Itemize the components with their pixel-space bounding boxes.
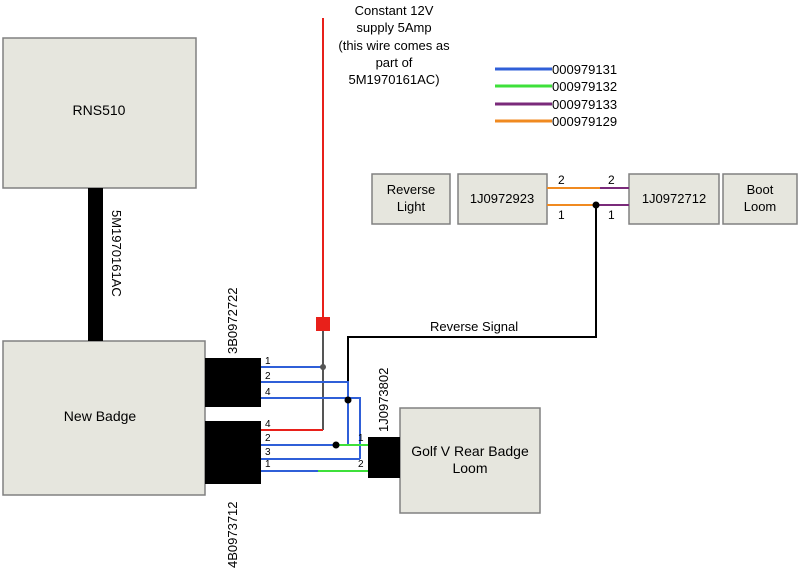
splice-dot-lower bbox=[332, 441, 340, 449]
reverse-light-box bbox=[371, 173, 451, 225]
wire-upper-pin4 bbox=[261, 397, 361, 459]
connector-1j0973802 bbox=[368, 437, 400, 478]
new-badge-box bbox=[2, 340, 206, 496]
supply-note-5: 5M1970161AC) bbox=[348, 72, 439, 87]
legend: 000979131 000979132 000979133 000979129 bbox=[495, 62, 617, 129]
connector-4b0973712-label: 4B0973712 bbox=[225, 501, 240, 568]
splice-dot-upper1 bbox=[320, 364, 326, 370]
pin-rev-right-2: 2 bbox=[608, 173, 615, 187]
legend-label-3: 000979133 bbox=[552, 97, 617, 112]
connector-1j0972712-label: 1J0972712 bbox=[642, 191, 706, 206]
legend-label-4: 000979129 bbox=[552, 114, 617, 129]
pin-upper-1: 1 bbox=[265, 356, 271, 367]
supply-note-1: Constant 12V bbox=[355, 3, 434, 18]
golf-loom-box bbox=[399, 407, 541, 514]
pin-upper-2: 2 bbox=[265, 371, 271, 382]
rns510-box bbox=[2, 37, 197, 189]
pin-rev-left-1: 1 bbox=[558, 208, 565, 222]
rns510-label: RNS510 bbox=[73, 102, 126, 118]
pin-rev-left-2: 2 bbox=[558, 173, 565, 187]
connector-1j0972712-box bbox=[628, 173, 720, 225]
connector-3b0972722-label: 3B0972722 bbox=[225, 287, 240, 354]
reverse-light-label-1: Reverse bbox=[387, 182, 435, 197]
supply-note-3: (this wire comes as bbox=[338, 38, 450, 53]
connector-1j0972923-label: 1J0972923 bbox=[470, 191, 534, 206]
pin-golf-1: 1 bbox=[358, 433, 364, 444]
fuse-holder bbox=[316, 317, 330, 331]
pin-upper-4: 4 bbox=[265, 387, 271, 398]
legend-label-1: 000979131 bbox=[552, 62, 617, 77]
pin-lower-1: 1 bbox=[265, 459, 271, 470]
boot-loom-box bbox=[722, 173, 798, 225]
connector-4b0973712 bbox=[205, 421, 261, 484]
supply-note-4: part of bbox=[376, 55, 413, 70]
connector-1j0973802-label: 1J0973802 bbox=[376, 368, 391, 432]
reverse-light-label-2: Light bbox=[397, 199, 426, 214]
supply-note-2: supply 5Amp bbox=[356, 20, 431, 35]
legend-label-2: 000979132 bbox=[552, 79, 617, 94]
pin-golf-2: 2 bbox=[358, 459, 364, 470]
golf-loom-label-2: Loom bbox=[452, 460, 487, 476]
new-badge-label: New Badge bbox=[64, 408, 137, 424]
main-cable-label: 5M1970161AC bbox=[109, 210, 124, 297]
pin-lower-3: 3 bbox=[265, 447, 271, 458]
connector-3b0972722 bbox=[205, 358, 261, 407]
connector-1j0972923-box bbox=[457, 173, 548, 225]
splice-dot-signal bbox=[344, 396, 352, 404]
boot-loom-label-1: Boot bbox=[747, 182, 774, 197]
reverse-signal-wire bbox=[347, 205, 597, 400]
reverse-signal-label: Reverse Signal bbox=[430, 319, 518, 334]
boot-loom-label-2: Loom bbox=[744, 199, 777, 214]
pin-rev-right-1: 1 bbox=[608, 208, 615, 222]
wire-upper-pin2 bbox=[261, 381, 349, 445]
pin-lower-2: 2 bbox=[265, 433, 271, 444]
golf-loom-label-1: Golf V Rear Badge bbox=[411, 443, 529, 459]
pin-lower-4: 4 bbox=[265, 419, 271, 430]
main-cable bbox=[88, 188, 103, 341]
